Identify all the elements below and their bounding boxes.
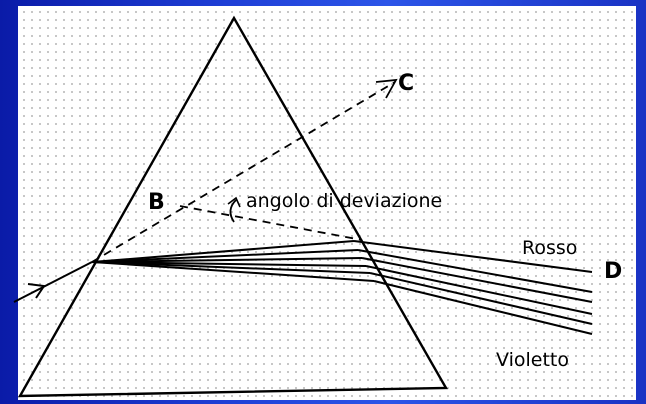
label-point-b: B xyxy=(148,190,165,215)
incident-arrow-icon xyxy=(27,283,46,299)
prism-triangle xyxy=(17,15,449,398)
deviated-path-dashed xyxy=(179,205,363,241)
figure-panel xyxy=(18,6,636,400)
arrow-c-icon xyxy=(375,78,398,99)
label-violet: Violetto xyxy=(496,349,569,371)
label-point-d: D xyxy=(604,259,622,284)
label-red: Rosso xyxy=(522,237,577,259)
label-point-c: C xyxy=(398,71,414,96)
internal-rays xyxy=(91,240,375,282)
incident-ray xyxy=(13,261,93,303)
angle-arrow-icon xyxy=(227,196,241,208)
label-deviation-angle: angolo di deviazione xyxy=(246,190,442,212)
emerging-rays xyxy=(353,240,593,335)
deviation-angle-arc xyxy=(229,199,237,223)
undeviated-path-dashed xyxy=(91,81,396,263)
